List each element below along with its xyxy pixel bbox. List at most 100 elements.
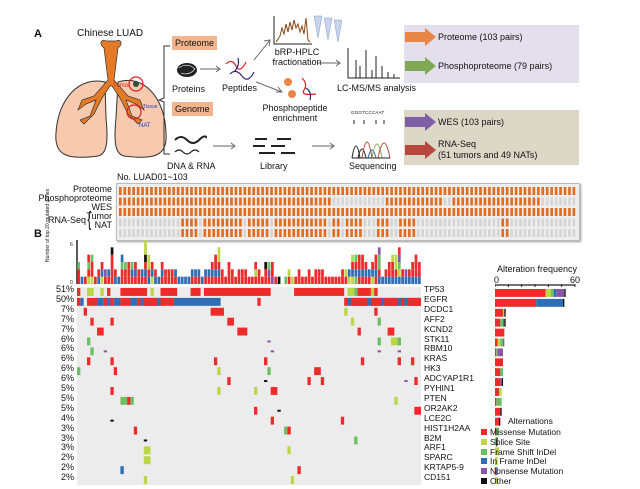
- sample-cell: [132, 229, 136, 237]
- sample-cell: [207, 229, 211, 237]
- sequencing-chromatogram-icon: [351, 120, 391, 159]
- mutation-cell: [130, 297, 138, 306]
- sample-cell: [256, 187, 260, 195]
- sample-cell: [167, 229, 171, 237]
- top-bar-segment: [207, 276, 211, 284]
- top-bar-segment: [97, 269, 101, 277]
- gene-label: LCE2C: [424, 412, 452, 423]
- top-bar-segment: [351, 269, 354, 277]
- top-bar-segment: [377, 254, 381, 262]
- mutation-cell: [77, 367, 81, 376]
- sample-cell: [559, 197, 562, 206]
- gene-percent: 5%: [60, 392, 74, 403]
- top-bar-segment: [361, 254, 364, 262]
- mutation-cell: [87, 287, 94, 296]
- top-bar-segment: [197, 269, 201, 277]
- sample-cell: [319, 229, 322, 237]
- top-bar-segment: [404, 269, 408, 277]
- sample-cell: [243, 208, 247, 216]
- sample-cell: [159, 197, 162, 206]
- freq-bar-segment: [503, 338, 505, 347]
- top-bar-segment: [357, 254, 361, 262]
- legend-item: Splice Site: [481, 437, 530, 447]
- sample-cell: [439, 218, 442, 227]
- sample-cell: [461, 208, 465, 216]
- sample-cell: [514, 208, 518, 216]
- proteome-tag: Proteome: [172, 36, 218, 50]
- mutation-cell: [344, 307, 348, 316]
- sample-cell: [354, 218, 358, 227]
- sample-cell: [176, 197, 180, 206]
- sample-cell: [568, 187, 571, 195]
- mutation-cell: [110, 419, 114, 422]
- sample-cell: [488, 229, 491, 237]
- top-bar-segment: [110, 262, 114, 270]
- sample-cell: [252, 208, 256, 216]
- top-bar-segment: [381, 276, 384, 284]
- top-bar-segment: [314, 269, 318, 277]
- sample-cell: [150, 208, 153, 216]
- sample-cell: [456, 229, 460, 237]
- sample-cell: [528, 197, 531, 206]
- sample-cell: [172, 229, 176, 237]
- sample-cell: [376, 218, 380, 227]
- sample-cell: [123, 229, 127, 237]
- sample-cell: [461, 187, 465, 195]
- mutation-cell: [77, 297, 81, 306]
- mutation-cell: [90, 317, 94, 326]
- sample-cell: [456, 218, 460, 227]
- mutation-cell: [404, 380, 408, 383]
- top-bar-segment: [214, 254, 217, 262]
- sample-range-label: No. LUAD01~103: [117, 172, 188, 182]
- freq-bar-segment: [503, 308, 505, 317]
- sample-cell: [243, 187, 247, 195]
- top-bar-segment: [391, 269, 394, 277]
- sample-cell: [394, 197, 398, 206]
- phospho-enrichment-line2: enrichment: [272, 113, 318, 123]
- sample-cell: [430, 197, 433, 206]
- sample-cell: [163, 208, 167, 216]
- legend-swatch-icon: [481, 478, 487, 484]
- top-bar-segment: [401, 276, 405, 284]
- top-bar-segment: [351, 254, 354, 262]
- top-bar-segment: [294, 276, 298, 284]
- mutation-cell: [120, 466, 124, 475]
- sample-cell: [319, 187, 322, 195]
- mutation-cell: [377, 337, 381, 346]
- sample-cell: [474, 187, 478, 195]
- sample-cell: [310, 187, 313, 195]
- sample-cell: [270, 187, 273, 195]
- sample-cell: [247, 187, 251, 195]
- alteration-frequency-bars: [495, 284, 576, 484]
- result-rnaseq-line2: (51 tumors and 49 NATs): [438, 150, 538, 160]
- top-bar-segment: [371, 276, 374, 284]
- sample-cell: [127, 208, 131, 216]
- sample-cell: [479, 197, 482, 206]
- sample-cell: [301, 208, 304, 216]
- top-bar-segment: [210, 262, 214, 270]
- mutation-cell: [397, 357, 401, 366]
- top-bar-segment: [414, 269, 418, 277]
- sample-cell: [550, 187, 553, 195]
- top-bar-segment: [120, 269, 124, 277]
- top-bar-segment: [107, 269, 111, 277]
- trachea-bronchi: [77, 39, 145, 125]
- top-bar-segment: [277, 276, 281, 284]
- sample-cell: [434, 187, 438, 195]
- gene-percent: 6%: [60, 373, 74, 384]
- freq-bar-segment: [545, 289, 551, 297]
- sample-cell: [385, 208, 389, 216]
- sample-cell: [239, 218, 242, 227]
- sample-cell: [319, 197, 322, 206]
- gene-label: DCDC1: [424, 303, 454, 314]
- mutation-cell: [150, 287, 154, 296]
- gene-label: KCND2: [424, 323, 453, 334]
- sample-cell: [550, 218, 553, 227]
- top-bar-segment: [347, 276, 351, 284]
- top-bar-segment: [307, 269, 311, 277]
- lung-illustration: [55, 39, 167, 158]
- sample-cell: [479, 229, 482, 237]
- sample-cell: [256, 208, 260, 216]
- sample-cell: [230, 187, 233, 195]
- sample-cell: [190, 187, 193, 195]
